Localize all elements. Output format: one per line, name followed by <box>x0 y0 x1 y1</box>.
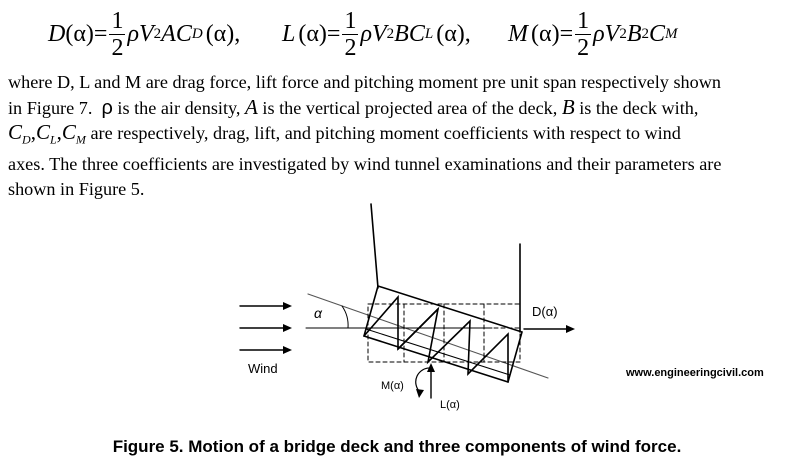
drag-lhs: D <box>48 20 66 47</box>
lift-coef-arg: (α), <box>436 20 471 47</box>
alpha-label: α <box>314 305 323 321</box>
figure-caption: Figure 5. Motion of a bridge deck and th… <box>112 437 682 456</box>
paragraph-line-2: in Figure 7. ρ is the air density, A is … <box>8 95 794 121</box>
body-paragraph: where D, L and M are drag force, lift fo… <box>8 70 794 201</box>
reference-deck-dashed <box>367 303 521 363</box>
drag-equals: = <box>93 20 108 47</box>
lift-frac-num: 1 <box>342 7 359 35</box>
moment-label: M(α) <box>381 380 404 392</box>
drag-arg: (α) <box>65 20 94 47</box>
drag-force-arrow <box>523 325 575 333</box>
line2-text-c: is the vertical projected area of the de… <box>257 97 562 118</box>
drag-frac-num: 1 <box>109 7 126 35</box>
drag-frac-den: 2 <box>111 34 124 61</box>
line2-text-b: is the air density, <box>112 97 246 118</box>
comma-1: , <box>30 120 36 144</box>
width-symbol: B <box>561 94 575 119</box>
paragraph-line-5: shown in Figure 5. <box>8 178 145 199</box>
area-symbol: A <box>245 94 258 119</box>
rotated-truss-deck <box>363 284 523 384</box>
lift-equals: = <box>326 20 341 47</box>
moment-exp: 2 <box>619 25 627 42</box>
moment-lhs: M <box>508 20 528 47</box>
moment-frac-den: 2 <box>577 34 590 61</box>
drag-coef: C <box>175 20 192 47</box>
paragraph-line-1: where D, L and M are drag force, lift fo… <box>8 72 721 92</box>
moment-v: V <box>604 20 620 47</box>
drag-area: A <box>161 20 176 47</box>
moment-arc-arrow <box>415 367 432 398</box>
wind-arrows <box>239 302 292 354</box>
lift-v: V <box>372 20 387 47</box>
cl-symbol: C <box>35 120 50 144</box>
drag-exp: 2 <box>153 25 162 42</box>
wind-label: Wind <box>248 361 278 376</box>
rho-symbol: ρ <box>101 96 113 119</box>
moment-equals: = <box>559 20 574 47</box>
moment-frac-num: 1 <box>575 7 592 35</box>
lift-exp: 2 <box>386 25 395 42</box>
angle-arc <box>341 305 349 329</box>
lift-lhs: L <box>282 20 296 47</box>
moment-coef-sub: M <box>665 25 678 42</box>
comma-2: , <box>56 120 62 144</box>
cm-symbol: C <box>61 120 76 144</box>
drag-coef-sub: D <box>191 25 203 42</box>
moment-arg: (α) <box>531 20 560 47</box>
lift-area: B <box>394 20 409 47</box>
paragraph-line-3: CD,CL,CM are respectively, drag, lift, a… <box>8 120 794 152</box>
bridge-deck-diagram: α D(α) Wind M(α) L(α) <box>239 203 575 411</box>
lift-frac-den: 2 <box>344 34 357 61</box>
cd-sub: D <box>22 132 31 147</box>
lift-coef: C <box>408 20 425 47</box>
watermark-credit: www.engineeringcivil.com <box>626 367 764 379</box>
moment-rho: ρ <box>593 20 605 47</box>
lift-label: L(α) <box>440 399 460 411</box>
lift-coef-sub: L <box>424 25 434 42</box>
drag-coef-arg: (α), <box>205 20 241 47</box>
moment-coef: C <box>648 20 665 47</box>
lift-arg: (α) <box>298 20 327 47</box>
drag-rho: ρ <box>127 20 139 47</box>
line3-text: are respectively, drag, lift, and pitchi… <box>85 123 681 143</box>
cl-sub: L <box>49 132 57 147</box>
cd-symbol: C <box>8 120 23 144</box>
line2-text-a: in Figure 7. <box>8 97 102 118</box>
line2-text-d: is the deck with, <box>574 97 699 118</box>
drag-label: D(α) <box>532 304 558 319</box>
drag-v: V <box>138 20 154 47</box>
lift-rho: ρ <box>360 20 372 47</box>
moment-area-exp: 2 <box>641 25 649 42</box>
left-cable <box>370 203 379 289</box>
cm-sub: M <box>75 132 86 147</box>
paragraph-line-4: axes. The three coefficients are investi… <box>8 154 722 175</box>
moment-area: B <box>626 20 642 47</box>
